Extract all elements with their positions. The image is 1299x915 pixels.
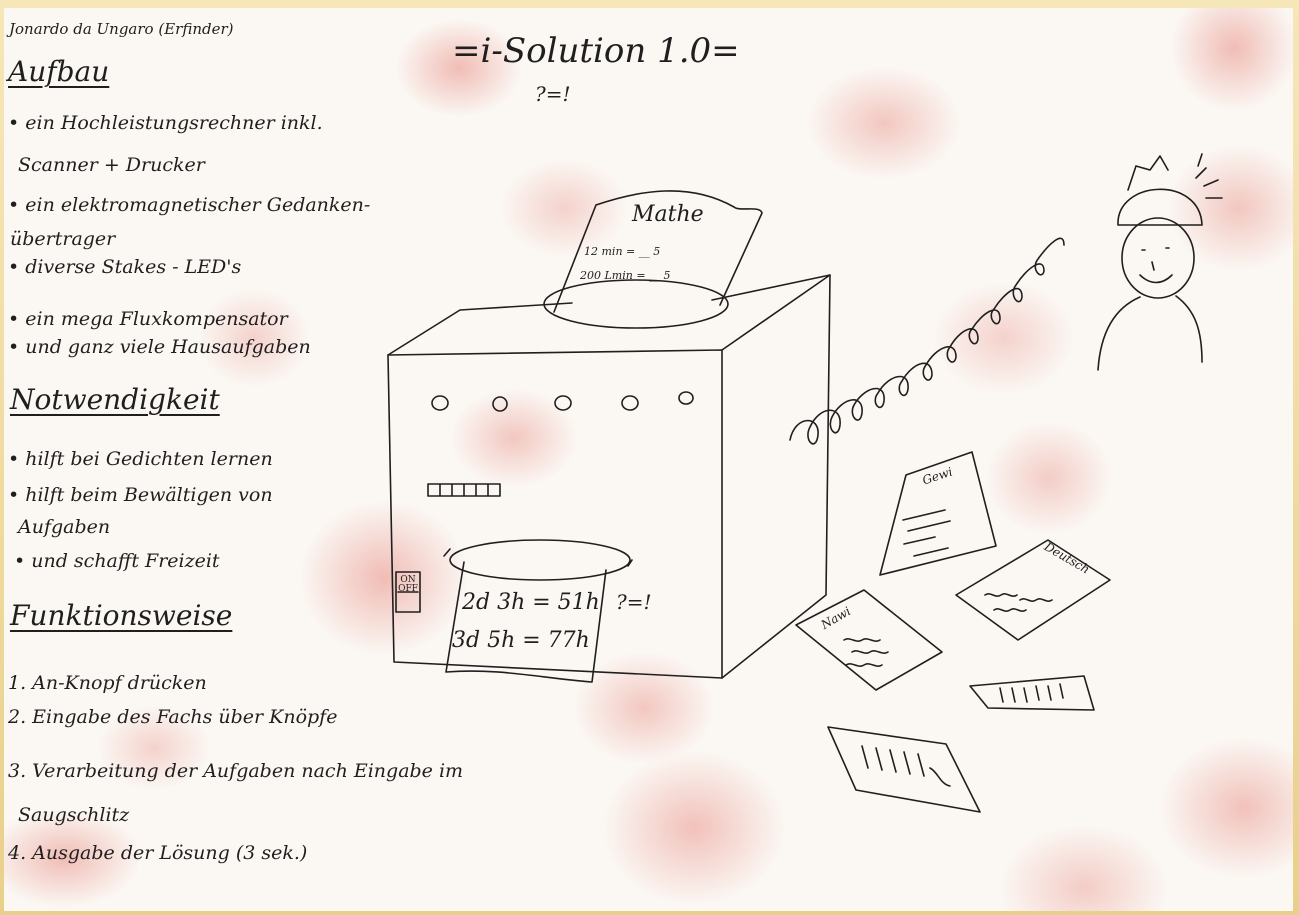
aufbau-item: • ein Hochleistungsrechner inkl.	[8, 114, 323, 133]
aufbau-item: • ein elektromagnetischer Gedanken-	[8, 196, 370, 215]
funktionsweise-item: 1. An-Knopf drücken	[8, 674, 207, 693]
page-title: =i-Solution 1.0=	[452, 34, 740, 68]
funktionsweise-item: Saugschlitz	[18, 806, 129, 825]
output-sheet-line: 2d 3h = 51h	[462, 592, 600, 614]
funktionsweise-item: 2. Eingabe des Fachs über Knöpfe	[8, 708, 337, 727]
on-off-label: ON OFF	[397, 576, 419, 595]
button-grid	[428, 484, 500, 496]
input-sheet-line: 12 min = __ 5	[584, 246, 660, 257]
paper-deutsch	[956, 540, 1110, 640]
paper-small	[970, 676, 1094, 710]
aufbau-item: • diverse Stakes - LED's	[8, 258, 241, 277]
heading-notwendigkeit: Notwendigkeit	[10, 386, 220, 414]
aufbau-item: übertrager	[10, 230, 115, 249]
notwendigkeit-item: • hilft beim Bewältigen von	[8, 486, 273, 505]
funktionsweise-item: 4. Ausgabe der Lösung (3 sek.)	[8, 844, 307, 863]
paper-nawi	[796, 590, 942, 690]
input-sheet-line: 200 Lmin = __ 5	[580, 270, 671, 281]
input-sheet-subject: Mathe	[632, 204, 704, 226]
funktionsweise-item: 3. Verarbeitung der Aufgaben nach Eingab…	[8, 762, 463, 781]
paper-bottom	[828, 727, 980, 812]
title-subline: ?=!	[535, 84, 571, 104]
notwendigkeit-item: Aufgaben	[18, 518, 110, 537]
person-figure	[1098, 154, 1222, 370]
output-sheet-line: 3d 5h = 77h	[452, 630, 590, 652]
aufbau-item: • und ganz viele Hausaufgaben	[8, 338, 311, 357]
heading-funktionsweise: Funktionsweise	[10, 602, 232, 630]
notwendigkeit-item: • und schafft Freizeit	[14, 552, 220, 571]
inventor-line: Jonardo da Ungaro (Erfinder)	[9, 22, 234, 37]
aufbau-item: Scanner + Drucker	[18, 156, 205, 175]
heading-aufbau: Aufbau	[8, 58, 109, 86]
spring-cable	[790, 238, 1064, 444]
aufbau-item: • ein mega Fluxkompensator	[8, 310, 288, 329]
machine-side-note: ?=!	[616, 592, 652, 612]
notwendigkeit-item: • hilft bei Gedichten lernen	[8, 450, 273, 469]
led-circles	[432, 392, 693, 411]
